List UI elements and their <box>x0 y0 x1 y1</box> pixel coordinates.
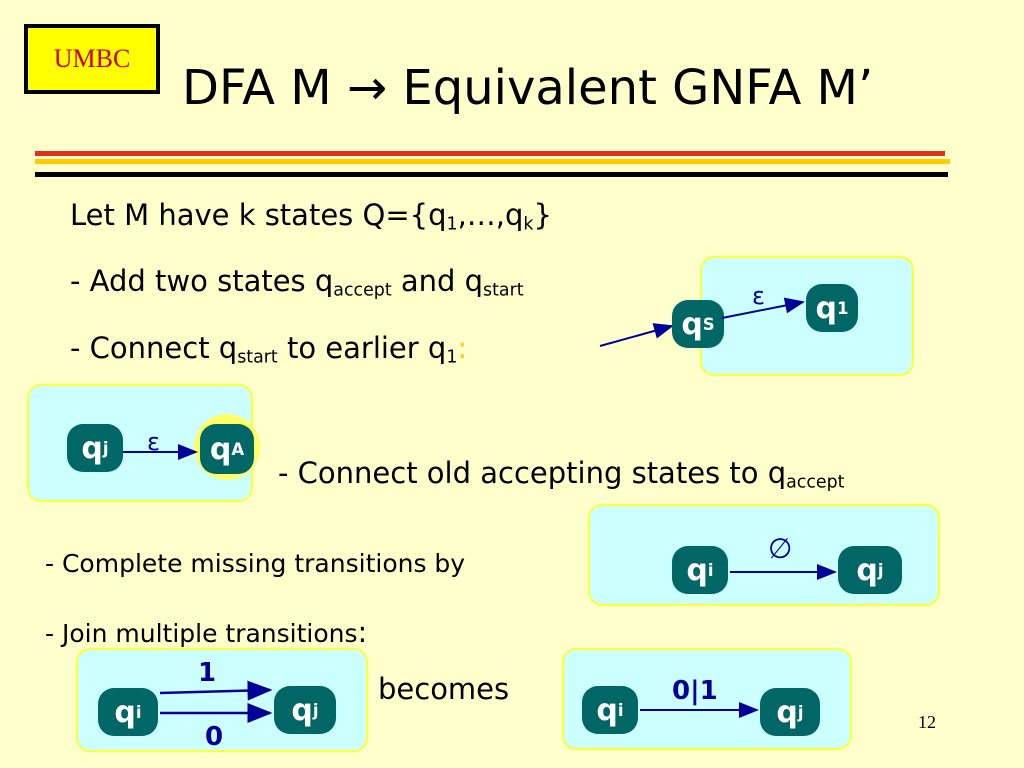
logo-text: UMBC <box>53 44 131 73</box>
text-line-add-states: - Add two states qaccept and qstart <box>70 264 524 301</box>
edge-label-epsilon-accept: ε <box>147 428 160 456</box>
text-line-states: Let M have k states Q={q1,…,qk} <box>70 198 552 235</box>
edge-label-1: 1 <box>198 658 217 688</box>
slide-title: DFA M → Equivalent GNFA M’ <box>182 60 874 116</box>
edge-label-empty-set: ∅ <box>768 532 793 565</box>
page-number: 12 <box>918 712 936 732</box>
edge-label-0-or-1: 0|1 <box>672 676 718 706</box>
text-line-connect-accept: - Connect old accepting states to qaccep… <box>278 456 845 493</box>
edge-label-0: 0 <box>205 722 224 752</box>
text-line-join: - Join multiple transitions: <box>45 615 368 649</box>
edge-label-epsilon-start: ε <box>752 282 765 310</box>
umbc-logo: UMBC <box>24 24 160 94</box>
divider-red <box>35 151 945 156</box>
text-becomes: becomes <box>378 672 510 706</box>
text-line-complete: - Complete missing transitions by <box>45 549 466 578</box>
divider-black <box>35 172 948 177</box>
divider-yellow <box>35 159 950 164</box>
text-line-connect-start: - Connect qstart to earlier q1: <box>70 331 468 368</box>
